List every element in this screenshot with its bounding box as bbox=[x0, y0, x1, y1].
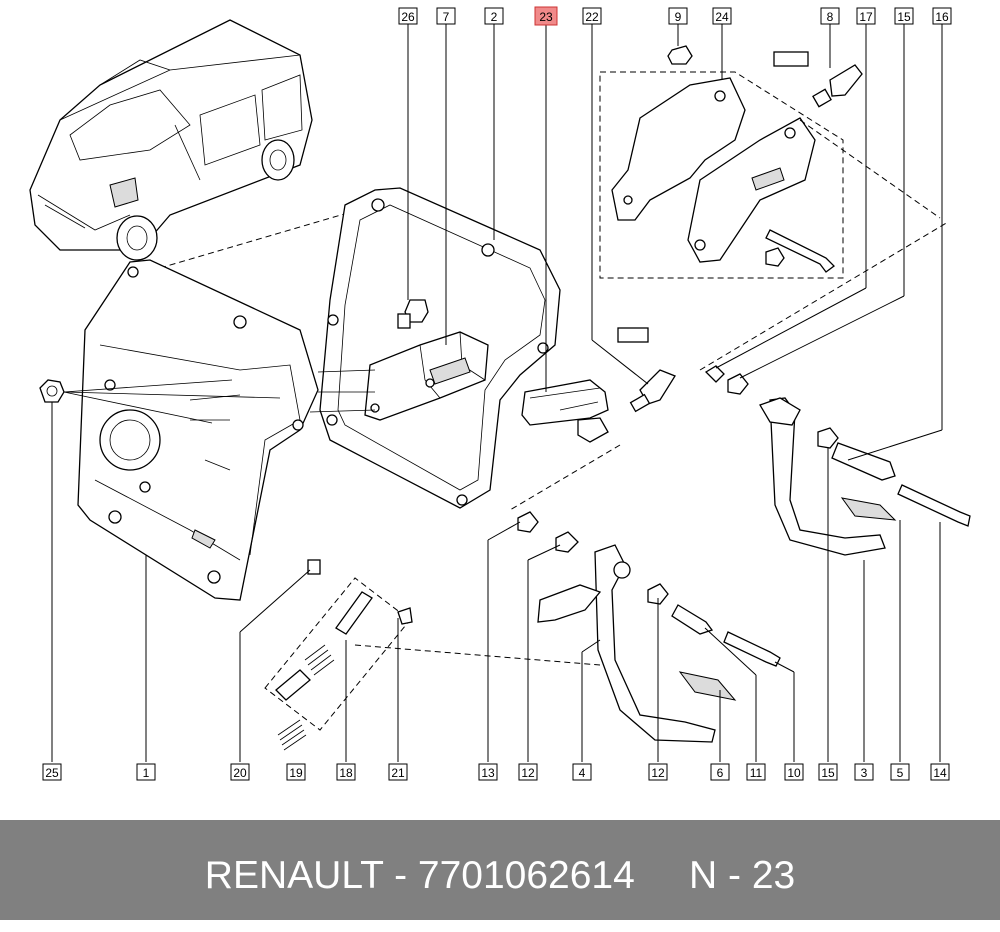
label-tag-23-highlighted: 23 bbox=[534, 6, 558, 26]
leader-lines bbox=[51, 24, 943, 762]
svg-text:5: 5 bbox=[897, 766, 904, 780]
label-tag-25: 25 bbox=[42, 763, 62, 781]
svg-text:7: 7 bbox=[443, 10, 450, 24]
svg-text:2: 2 bbox=[491, 10, 498, 24]
label-tag-24: 24 bbox=[712, 7, 732, 25]
bulkhead-panel bbox=[77, 259, 319, 601]
stop-switch-part-22 bbox=[617, 327, 676, 413]
bracket-part-7 bbox=[364, 331, 489, 421]
label-tag-7: 7 bbox=[436, 7, 456, 25]
label-tag-12-left: 12 bbox=[518, 763, 538, 781]
bushing-part-13 bbox=[517, 511, 539, 533]
bushing-part-17 bbox=[704, 365, 725, 383]
nut-part-25 bbox=[39, 379, 65, 403]
label-tag-3: 3 bbox=[854, 763, 874, 781]
label-tag-19: 19 bbox=[286, 763, 306, 781]
svg-text:26: 26 bbox=[401, 10, 415, 24]
label-tag-2: 2 bbox=[484, 7, 504, 25]
brand-name: RENAULT bbox=[204, 854, 384, 897]
svg-text:23: 23 bbox=[539, 10, 553, 24]
svg-text:4: 4 bbox=[579, 766, 586, 780]
svg-text:25: 25 bbox=[45, 766, 59, 780]
label-tag-13: 13 bbox=[478, 763, 498, 781]
label-tag-16: 16 bbox=[932, 7, 952, 25]
svg-text:11: 11 bbox=[750, 766, 763, 780]
label-tag-20: 20 bbox=[230, 763, 250, 781]
shaft-part-16 bbox=[831, 442, 896, 481]
van-illustration bbox=[29, 19, 313, 261]
label-tag-15-top: 15 bbox=[894, 7, 914, 25]
clip-part-21 bbox=[397, 607, 413, 625]
footer-bar: RENAULT - 7701062614 N - 23 bbox=[0, 820, 1000, 920]
svg-text:16: 16 bbox=[935, 10, 949, 24]
label-tag-22: 22 bbox=[582, 7, 602, 25]
svg-text:22: 22 bbox=[585, 10, 599, 24]
svg-text:18: 18 bbox=[339, 766, 353, 780]
pad-part-6 bbox=[678, 671, 737, 701]
svg-text:14: 14 bbox=[933, 766, 947, 780]
bushing-part-12 bbox=[555, 531, 669, 605]
footer-caption: RENAULT - 7701062614 N - 23 bbox=[204, 854, 796, 897]
svg-text:9: 9 bbox=[675, 10, 682, 24]
label-tag-8: 8 bbox=[820, 7, 840, 25]
sleeve-part-11 bbox=[671, 604, 714, 635]
spring-part-19 bbox=[277, 644, 335, 751]
switch-part-8 bbox=[773, 51, 863, 108]
exploded-parts-diagram: 26 7 2 23 22 9 24 8 17 15 16 25 1 20 19 … bbox=[29, 6, 971, 781]
svg-text:8: 8 bbox=[827, 10, 834, 24]
label-tag-15-bottom: 15 bbox=[818, 763, 838, 781]
svg-text:12: 12 bbox=[651, 766, 665, 780]
svg-text:6: 6 bbox=[717, 766, 724, 780]
svg-text:10: 10 bbox=[787, 766, 801, 780]
svg-text:12: 12 bbox=[521, 766, 535, 780]
label-tag-14: 14 bbox=[930, 763, 950, 781]
label-tag-1: 1 bbox=[136, 763, 156, 781]
switch-bracket-part-23 bbox=[521, 379, 609, 443]
svg-text:21: 21 bbox=[391, 766, 405, 780]
pedal-part-4 bbox=[537, 544, 716, 743]
svg-text:13: 13 bbox=[481, 766, 495, 780]
svg-text:20: 20 bbox=[233, 766, 247, 780]
position-code: N - 23 bbox=[689, 854, 796, 897]
bolt-part-10 bbox=[723, 631, 781, 667]
label-tag-4: 4 bbox=[572, 763, 592, 781]
label-tag-18: 18 bbox=[336, 763, 356, 781]
label-tag-26: 26 bbox=[398, 7, 418, 25]
bolt-part-14 bbox=[897, 484, 971, 527]
svg-text:24: 24 bbox=[715, 10, 729, 24]
part-number: 7701062614 bbox=[417, 854, 635, 897]
svg-text:17: 17 bbox=[859, 10, 873, 24]
svg-text:15: 15 bbox=[821, 766, 835, 780]
pedal-bracket-part-24 bbox=[611, 77, 816, 263]
pin-part-20 bbox=[307, 559, 321, 575]
svg-text:15: 15 bbox=[897, 10, 911, 24]
nut-part-9 bbox=[667, 45, 693, 65]
label-tag-11: 11 bbox=[746, 763, 766, 781]
bolt-part-26 bbox=[397, 299, 429, 329]
svg-text:3: 3 bbox=[861, 766, 868, 780]
svg-text:19: 19 bbox=[289, 766, 303, 780]
label-tag-21: 21 bbox=[388, 763, 408, 781]
label-tag-10: 10 bbox=[784, 763, 804, 781]
label-tag-17: 17 bbox=[856, 7, 876, 25]
bolt-and-nut-box bbox=[765, 229, 835, 273]
label-tag-12-right: 12 bbox=[648, 763, 668, 781]
label-tag-6: 6 bbox=[710, 763, 730, 781]
label-tag-9: 9 bbox=[668, 7, 688, 25]
label-tag-5: 5 bbox=[890, 763, 910, 781]
rod-part-18 bbox=[275, 591, 373, 701]
bushing-part-15 bbox=[727, 373, 839, 449]
svg-text:1: 1 bbox=[143, 766, 150, 780]
pedal-part-3 bbox=[759, 397, 886, 556]
pad-part-5 bbox=[840, 497, 897, 521]
